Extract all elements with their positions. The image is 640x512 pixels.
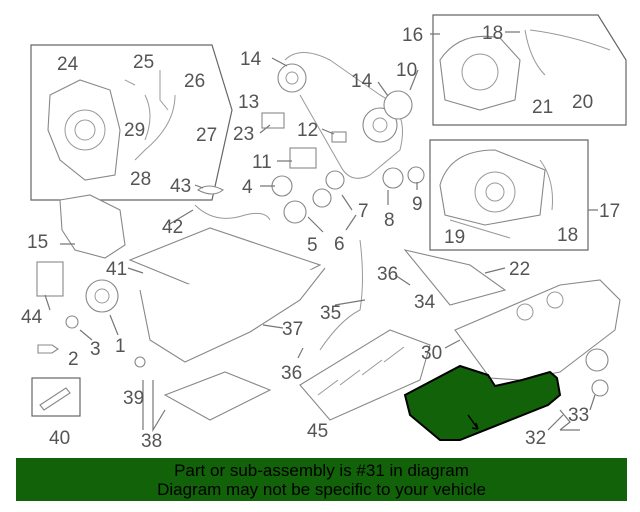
part-label-17: 17 xyxy=(599,201,620,222)
part-label-10: 10 xyxy=(396,60,417,81)
part-label-11: 11 xyxy=(252,152,272,173)
upper-timing-cover-part xyxy=(439,29,611,111)
part-label-22: 22 xyxy=(509,259,530,280)
valve-cover-part xyxy=(454,279,621,397)
part-label-36a: 36 xyxy=(377,264,398,285)
part-label-39: 39 xyxy=(123,388,144,409)
banner-line-2: Diagram may not be specific to your vehi… xyxy=(157,480,486,499)
part-label-9: 9 xyxy=(412,194,423,215)
part-label-18b: 18 xyxy=(557,225,578,246)
sealant-box xyxy=(31,377,81,417)
part-label-34: 34 xyxy=(414,292,436,313)
intake-manifold-part xyxy=(299,239,507,421)
part-label-7: 7 xyxy=(358,201,369,222)
part-label-14b: 14 xyxy=(351,71,373,92)
part-label-8: 8 xyxy=(384,210,395,231)
part-label-2: 2 xyxy=(68,349,79,370)
upper-timing-cover-group-box xyxy=(432,14,627,126)
part-label-12: 12 xyxy=(297,120,318,141)
part-label-30: 30 xyxy=(421,343,442,364)
part-label-15: 15 xyxy=(27,232,48,253)
leader-lines xyxy=(44,31,598,433)
lower-timing-cover-part xyxy=(439,149,553,239)
part-label-42: 42 xyxy=(162,217,183,238)
part-label-4: 4 xyxy=(242,177,253,198)
part-label-1: 1 xyxy=(115,336,126,357)
lower-timing-cover-group-box xyxy=(429,139,589,251)
timing-cover-part xyxy=(47,70,176,181)
part-label-26: 26 xyxy=(184,71,205,92)
part-label-36b: 36 xyxy=(281,363,302,384)
part-label-23: 23 xyxy=(233,124,254,145)
part-label-35: 35 xyxy=(320,303,341,324)
part-label-38: 38 xyxy=(141,431,162,452)
part-label-28: 28 xyxy=(130,169,151,190)
info-banner: Part or sub-assembly is #31 in diagram D… xyxy=(16,458,627,501)
part-label-5: 5 xyxy=(307,235,318,256)
part-label-20: 20 xyxy=(572,92,593,113)
part-label-37: 37 xyxy=(282,319,303,340)
sealant-tube-part xyxy=(39,387,71,411)
part-label-18a: 18 xyxy=(482,23,503,44)
part-label-43: 43 xyxy=(170,176,191,197)
part-label-25: 25 xyxy=(133,52,154,73)
part-label-33: 33 xyxy=(568,405,589,426)
banner-line-1: Part or sub-assembly is #31 in diagram xyxy=(174,461,469,480)
oil-pan-part xyxy=(128,227,326,421)
oil-pump-part xyxy=(36,194,126,354)
part-label-44: 44 xyxy=(21,307,43,328)
part-label-19: 19 xyxy=(444,227,465,248)
part-label-41: 41 xyxy=(106,259,127,280)
part-label-13: 13 xyxy=(238,92,259,113)
timing-cover-group-box xyxy=(30,44,233,201)
part-label-45: 45 xyxy=(307,421,328,442)
parts-diagram: 24 25 26 29 27 23 13 28 14 14 10 16 18 2… xyxy=(21,14,627,452)
part-label-6: 6 xyxy=(334,234,345,255)
part-label-27: 27 xyxy=(196,125,217,146)
part-label-40: 40 xyxy=(49,428,70,449)
timing-belt-part xyxy=(194,52,425,224)
valve-cover-gasket-highlight xyxy=(403,364,562,441)
part-label-14a: 14 xyxy=(240,49,262,70)
part-label-24: 24 xyxy=(57,54,79,75)
part-label-32: 32 xyxy=(525,428,546,449)
part-label-16: 16 xyxy=(402,25,423,46)
part-label-21: 21 xyxy=(532,97,553,118)
part-label-29: 29 xyxy=(124,120,145,141)
part-label-3: 3 xyxy=(90,339,101,360)
